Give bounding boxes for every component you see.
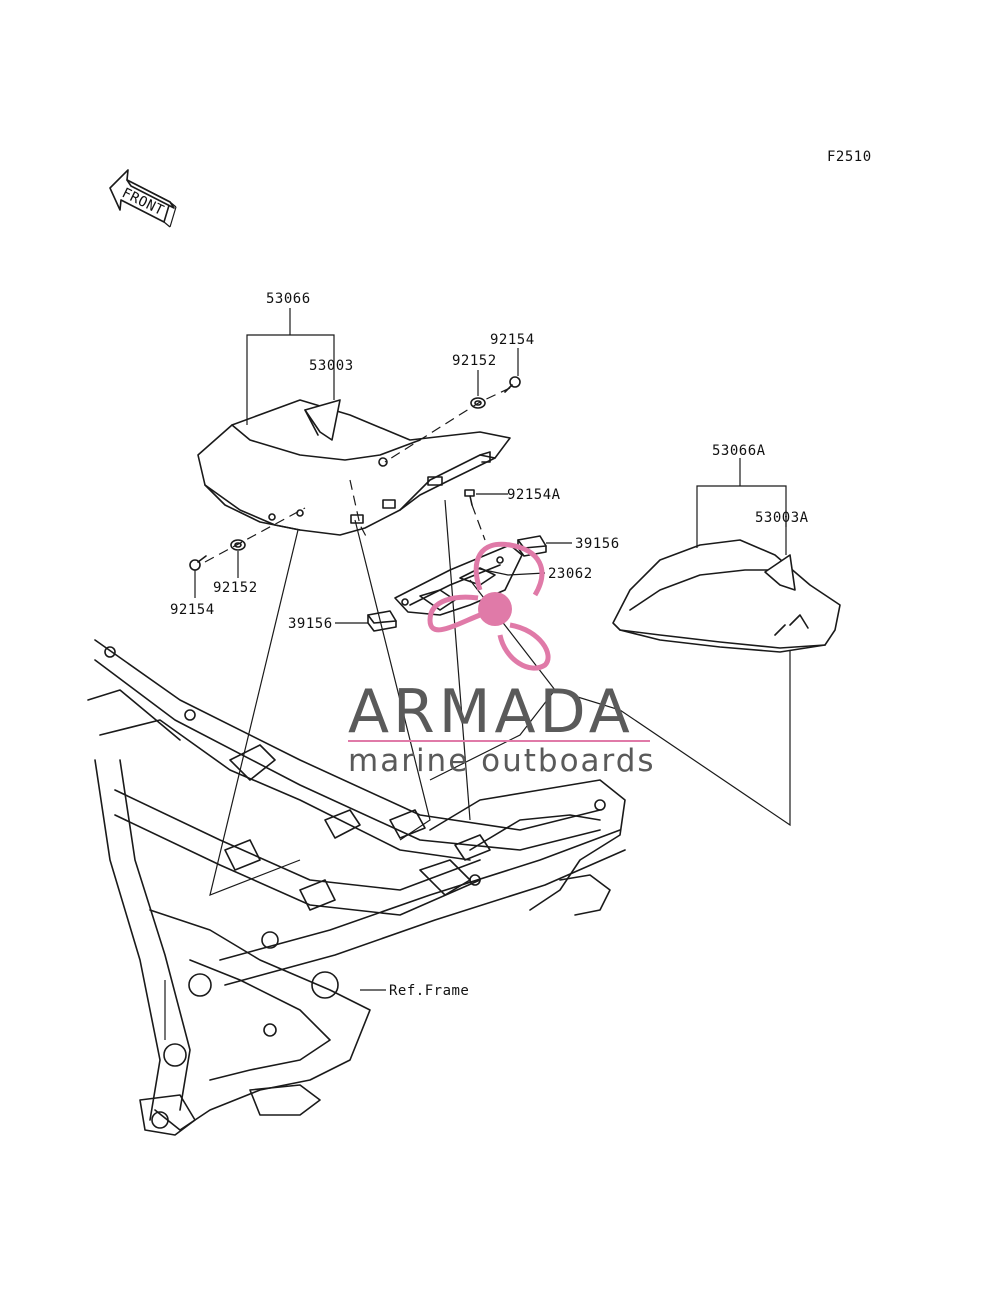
bolt-upper-right <box>504 376 521 393</box>
part-label-92154-top: 92154 <box>490 332 535 348</box>
rear-seat <box>612 539 841 653</box>
ref-frame-label: Ref.Frame <box>389 983 469 999</box>
part-label-53003a: 53003A <box>755 510 809 526</box>
part-label-53066a: 53066A <box>712 443 766 459</box>
front-arrow-icon: FRONT <box>109 169 177 228</box>
watermark-brand: ARMADA <box>348 677 634 747</box>
part-label-92152-top: 92152 <box>452 353 497 369</box>
bolt-lower-left <box>189 555 207 571</box>
part-label-92154-bottom: 92154 <box>170 602 215 618</box>
collar-lower-left <box>230 539 246 551</box>
front-seat <box>197 399 511 536</box>
bolt-92154a <box>464 489 475 506</box>
part-label-92152-bottom: 92152 <box>213 580 258 596</box>
part-label-39156-right: 39156 <box>575 536 620 552</box>
diagram-code: F2510 <box>827 149 872 165</box>
frame-assembly <box>87 639 626 1136</box>
assembly-lines <box>164 387 791 1040</box>
leader-lines <box>194 308 787 991</box>
part-label-23062: 23062 <box>548 566 593 582</box>
watermark-tagline: marine outboards <box>348 743 656 779</box>
part-label-53003: 53003 <box>309 358 354 374</box>
part-label-53066: 53066 <box>266 291 311 307</box>
part-label-39156-left: 39156 <box>288 616 333 632</box>
seat-bracket <box>394 544 523 616</box>
watermark: ARMADA marine outboards <box>348 541 656 779</box>
propeller-logo-icon <box>427 541 551 671</box>
part-label-92154a: 92154A <box>507 487 561 503</box>
